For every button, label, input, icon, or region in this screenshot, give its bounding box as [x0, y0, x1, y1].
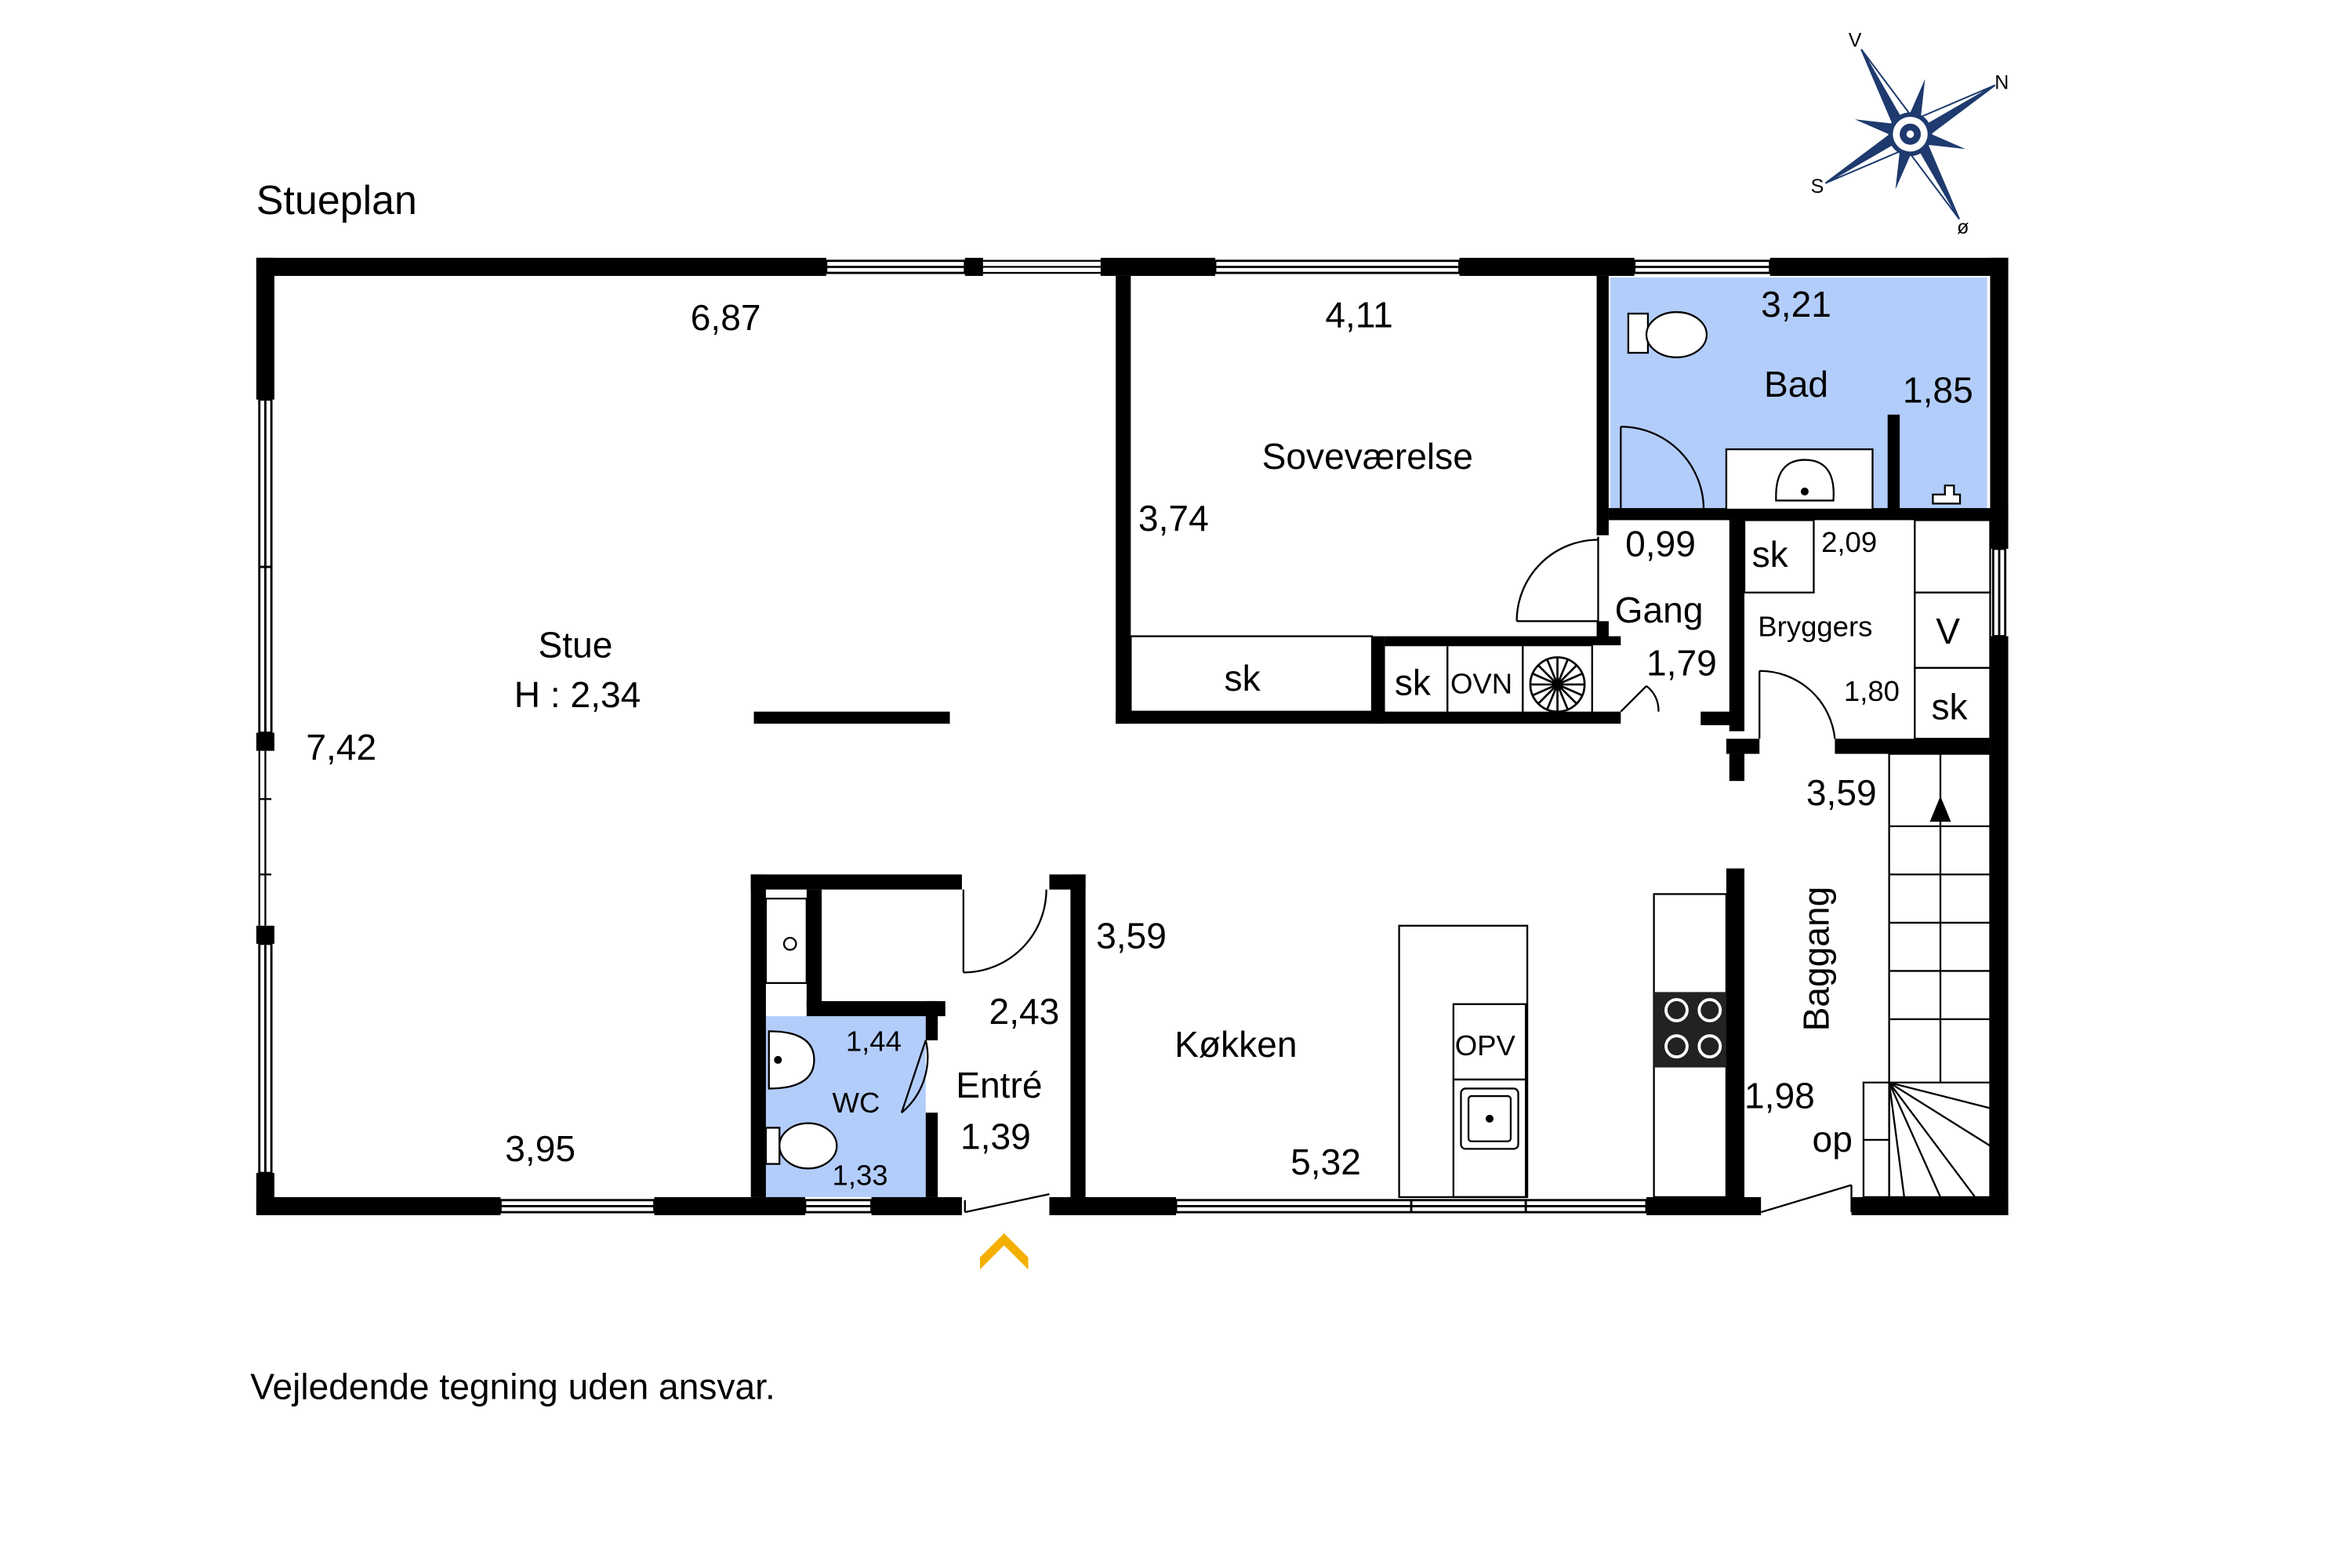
bad-dim-top: 3,21	[1761, 284, 1831, 325]
entre-dim-top: 2,43	[989, 991, 1060, 1032]
gang-dim-side: 1,79	[1646, 643, 1717, 684]
bryggers-dim-side: 1,80	[1844, 675, 1900, 707]
wc-dim-side: 1,33	[833, 1160, 888, 1192]
ovn-label: OVN	[1450, 668, 1512, 700]
sink-icon	[1460, 1087, 1519, 1150]
disclaimer: Vejledende tegning uden ansvar.	[250, 1367, 775, 1407]
cooktop-icon	[1653, 992, 1726, 1068]
wc-fixtures	[764, 898, 838, 1170]
entrance-arrow-icon	[980, 1233, 1029, 1270]
baggang-dim-top: 3,59	[1806, 772, 1877, 813]
bryggers-sk-label-top: sk	[1752, 534, 1789, 575]
boiler-icon	[1529, 656, 1586, 713]
gang-sk-label: sk	[1395, 662, 1432, 703]
compass-o: ø	[1957, 216, 1969, 238]
stue-dim-top: 6,87	[691, 297, 761, 338]
door-swings	[900, 426, 1853, 1214]
kokken-name: Køkken	[1174, 1024, 1297, 1065]
entre-dim-side: 1,39	[960, 1116, 1031, 1156]
wc-dim-top: 1,44	[846, 1025, 902, 1057]
wardrobe-sk-label: sk	[1225, 658, 1261, 699]
gang-name: Gang	[1615, 590, 1704, 630]
sovevaerelse-dim-top: 4,11	[1325, 294, 1392, 335]
stair-up-arrow-icon	[1929, 796, 1951, 822]
windows	[258, 260, 2007, 1214]
kokken-dim-side: 3,59	[1096, 916, 1167, 956]
stue-height: H : 2,34	[514, 674, 641, 715]
kokken-dim-bottom: 5,32	[1290, 1142, 1361, 1182]
baggang-dim-side: 1,98	[1744, 1075, 1815, 1116]
stue-name: Stue	[539, 624, 613, 665]
sovevaerelse-name: Soveværelse	[1262, 436, 1473, 477]
stair-op-label: op	[1813, 1119, 1853, 1160]
baggang-name: Baggang	[1796, 887, 1837, 1032]
staircase	[1862, 753, 1991, 1199]
gang-dim-top: 0,99	[1625, 524, 1696, 564]
entre-name: Entré	[956, 1065, 1042, 1105]
sovevaerelse-dim-side: 3,74	[1138, 498, 1209, 539]
wc-name: WC	[833, 1087, 880, 1119]
opv-label: OPV	[1455, 1029, 1516, 1062]
bryggers-v-label: V	[1936, 611, 1960, 652]
plan-title: Stueplan	[256, 178, 417, 223]
stue-dim-bottom: 3,95	[505, 1128, 575, 1169]
bryggers-sk-label-bottom: sk	[1931, 686, 1968, 727]
compass-n: N	[1994, 71, 2009, 93]
bad-fixtures	[1627, 310, 1962, 511]
gang-cabinets	[1383, 644, 1593, 722]
bryggers-name: Bryggers	[1758, 611, 1872, 643]
stue-dim-side: 7,42	[306, 727, 376, 768]
terrace-doors	[258, 260, 1101, 926]
bad-name: Bad	[1764, 364, 1828, 405]
compass-rose-icon	[1824, 49, 1996, 220]
compass-v: V	[1849, 30, 1862, 52]
bryggers-dim-top: 2,09	[1821, 526, 1877, 558]
wardrobe-wall	[1372, 636, 1385, 724]
bryggers-fixtures	[1743, 519, 1991, 740]
bad-dim-side: 1,85	[1903, 369, 1973, 410]
compass-s: S	[1811, 176, 1824, 198]
